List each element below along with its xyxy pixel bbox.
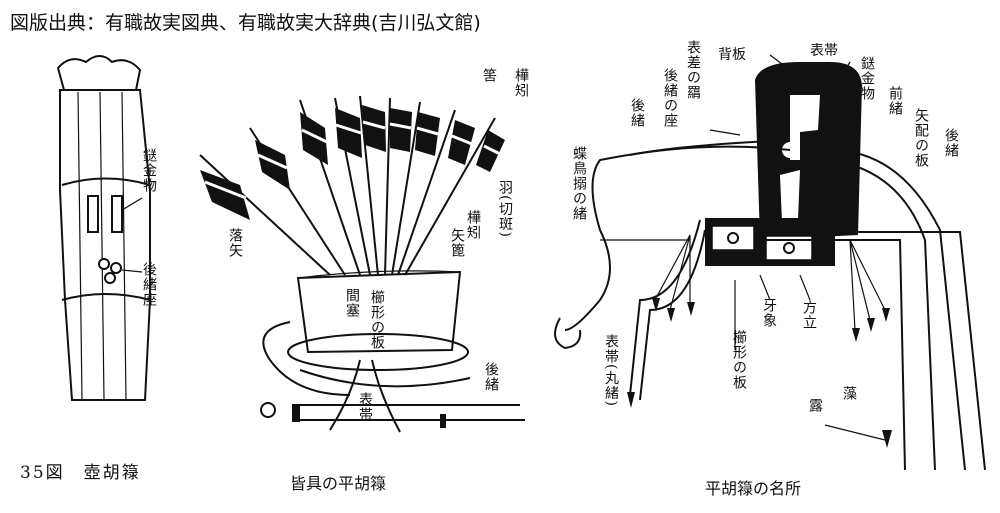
label-birch-top: 樺矧 [513,68,529,98]
ring-icon [260,402,276,418]
label-rear-cord-right: 後緒 [943,128,959,158]
label-rear-cord: 後緒 [483,362,499,392]
caption-fig35: 35図 壺胡簶 [20,463,141,483]
label-side-post: 方立 [801,300,817,330]
label-clasp: 鎹金物 [141,148,157,193]
label-front-belt: 表帯 [357,392,373,422]
label-birch-mid: 樺矧 [465,210,481,240]
caption-middle: 皆具の平胡簶 [290,474,387,493]
clasp-right-icon [111,195,123,233]
label-comb-board-right: 櫛形の板 [731,330,747,390]
label-butterfly-cord: 蝶鳥搦の緒 [571,146,587,221]
label-ivory: 牙象 [761,298,777,328]
label-clasp-right: 鎹金物 [859,56,875,101]
clasp-left-icon [87,195,99,233]
label-front-belt-round: 表帯(丸緒) [603,334,619,407]
label-arrow-board: 矢配の板 [913,108,929,168]
label-feather: 羽(切斑) [497,180,513,238]
label-front-cord: 前緒 [887,86,903,116]
label-front-insert-loop: 表差の羂 [685,40,701,100]
label-rear-cord-seat: 後緒の座 [662,68,678,128]
kaigu-hira-yanagui-drawing [199,95,525,433]
hira-yanagui-parts-drawing [554,54,986,471]
label-dew-tip: 露 [807,398,823,413]
label-rear-cord-left: 後緒 [629,98,645,128]
label-comb-board: 櫛形の板 [369,290,385,350]
caption-right: 平胡簶の名所 [705,479,802,498]
label-front-belt-top: 表帯 [810,43,838,59]
label-tassel-mo: 藻 [841,386,857,401]
label-shaft: 矢篦 [449,228,465,258]
label-cord-seat: 後緒座 [141,262,157,307]
tsubo-yanagui-drawing [56,55,151,401]
label-nock: 筈 [481,68,497,83]
label-back-board: 背板 [718,47,746,63]
source-citation: 図版出典：有職故実図典、有職故実大辞典(吉川弘文館) [10,12,481,34]
cord-seat-icon [98,258,110,270]
label-fallen-arrow: 落矢 [227,228,243,258]
label-spacer: 間塞 [344,288,360,318]
